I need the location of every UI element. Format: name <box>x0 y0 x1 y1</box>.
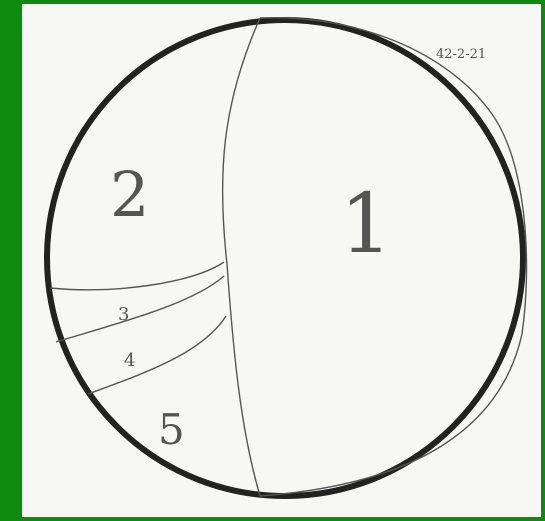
boundary-2-3 <box>50 262 224 290</box>
region-label-1: 1 <box>340 177 392 272</box>
circle-sketch: 42-2-21 1 2 3 4 5 <box>22 4 541 517</box>
dividing-arc <box>223 18 260 496</box>
sketch-code-label: 42-2-21 <box>436 47 486 62</box>
region-label-5: 5 <box>158 405 185 454</box>
boundary-4-5 <box>88 316 226 394</box>
region-1-outline <box>260 18 527 496</box>
paper-sheet: 42-2-21 1 2 3 4 5 <box>22 4 541 517</box>
region-label-3: 3 <box>118 304 129 325</box>
region-label-4: 4 <box>124 350 135 371</box>
outer-circle <box>47 20 523 496</box>
region-label-2: 2 <box>110 158 149 231</box>
